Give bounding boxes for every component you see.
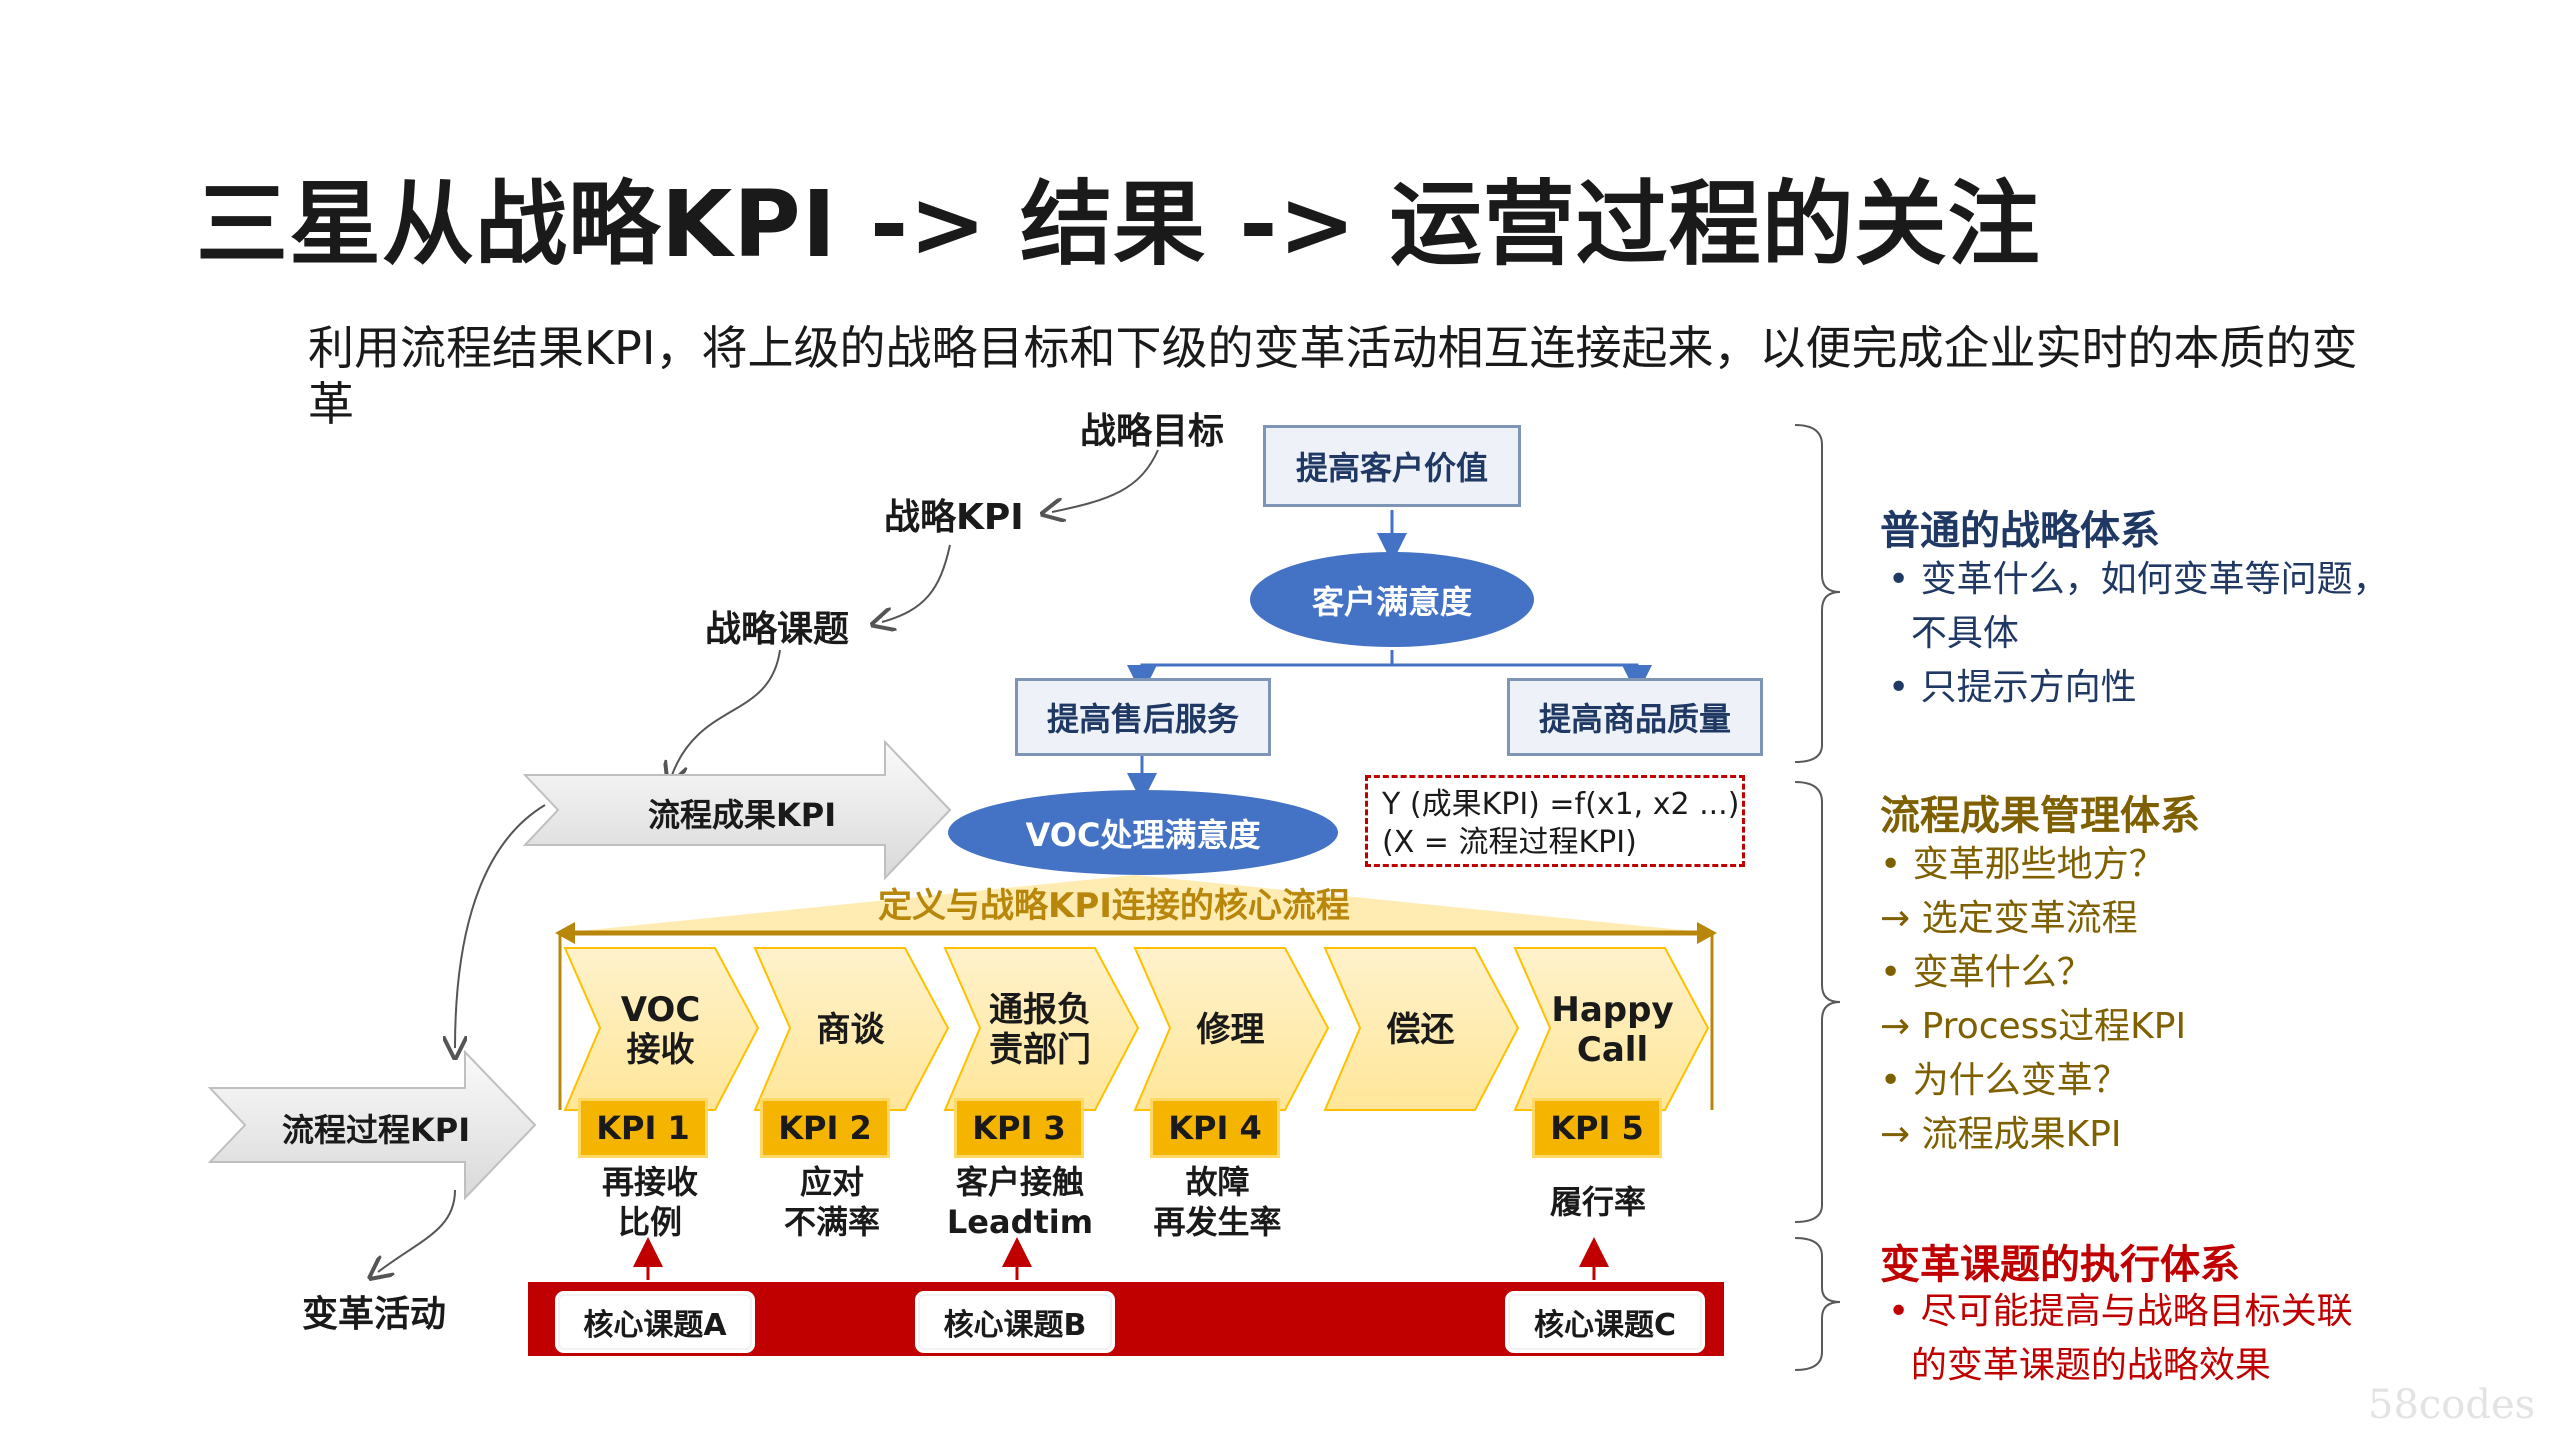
core-topic-a: 核心课题A <box>558 1294 752 1350</box>
connector-kpi-to-topic <box>882 544 951 622</box>
brace-3 <box>1794 1237 1841 1371</box>
chevron-4 <box>1133 947 1330 1111</box>
right-list-strategy: • 变革什么，如何变革等问题， 不具体 • 只提示方向性 <box>1888 553 2389 715</box>
right-head-strategy: 普通的战略体系 <box>1880 508 2160 554</box>
connector-goal-to-kpi <box>1052 449 1159 512</box>
connector-result-to-process <box>455 804 546 1048</box>
brace-2 <box>1794 781 1841 1223</box>
kpi-box-1: KPI 1 <box>578 1098 708 1158</box>
formula-line-2: (X = 流程过程KPI) <box>1382 825 1637 860</box>
label-process-process-kpi: 流程过程KPI <box>282 1111 471 1149</box>
connector-process-to-activity <box>378 1189 456 1272</box>
right-head-change-execution: 变革课题的执行体系 <box>1880 1242 2240 1288</box>
right-item: 不具体 <box>1888 613 2019 654</box>
kpi-box-2: KPI 2 <box>760 1098 890 1158</box>
right-item: → 选定变革流程 <box>1880 898 2138 939</box>
process-process-kpi-arrow <box>207 1049 537 1201</box>
right-head-process-result: 流程成果管理体系 <box>1880 793 2200 839</box>
process-step-2: 商谈 <box>816 1010 885 1050</box>
label-strategic-kpi: 战略KPI <box>884 497 1024 538</box>
formula-line-1: Y (成果KPI) =f(x1, x2 ...) <box>1382 787 1740 822</box>
right-item: • 变革什么，如何变革等问题， <box>1888 559 2389 600</box>
watermark: 58codes <box>2368 1382 2536 1428</box>
process-step-6: Happy Call <box>1551 990 1674 1070</box>
kpi-box-5: KPI 5 <box>1532 1098 1662 1158</box>
kpi-desc-1: 再接收 比例 <box>601 1163 698 1241</box>
process-step-1: VOC 接收 <box>620 990 701 1070</box>
right-item: • 只提示方向性 <box>1888 667 2137 708</box>
kpi-box-4: KPI 4 <box>1150 1098 1280 1158</box>
chevron-3 <box>943 947 1140 1111</box>
right-item: • 为什么变革？ <box>1880 1060 2129 1101</box>
chevron-6 <box>1513 947 1710 1111</box>
chevron-5 <box>1323 947 1520 1111</box>
right-item: → Process过程KPI <box>1880 1006 2187 1047</box>
kpi-desc-5: 履行率 <box>1549 1183 1646 1221</box>
process-step-4: 修理 <box>1196 1010 1265 1050</box>
connector-topic-to-result <box>672 649 781 775</box>
brace-1 <box>1794 424 1841 763</box>
right-item: • 尽可能提高与战略目标关联 <box>1888 1291 2353 1332</box>
kpi-box-3: KPI 3 <box>954 1098 1084 1158</box>
node-improve-quality: 提高商品质量 <box>1507 678 1763 756</box>
kpi-desc-2: 应对 不满率 <box>783 1163 880 1241</box>
node-voc-satisfaction: VOC处理满意度 <box>948 790 1338 875</box>
chevron-1 <box>563 947 760 1111</box>
label-strategic-goal: 战略目标 <box>1080 411 1225 452</box>
page-title: 三星从战略KPI -> 结果 -> 运营过程的关注 <box>196 171 2041 278</box>
process-chevrons <box>563 947 1710 1111</box>
right-list-change-execution: • 尽可能提高与战略目标关联 的变革课题的战略效果 <box>1888 1285 2353 1393</box>
chevron-2 <box>753 947 950 1111</box>
core-process-banner-text: 定义与战略KPI连接的核心流程 <box>878 886 1350 926</box>
label-strategic-topic: 战略课题 <box>705 609 850 650</box>
node-customer-satisfaction: 客户满意度 <box>1250 552 1534 647</box>
right-item: • 变革那些地方？ <box>1880 844 2165 885</box>
page-subtitle: 利用流程结果KPI，将上级的战略目标和下级的变革活动相互连接起来，以便完成企业实… <box>308 321 2358 431</box>
label-change-activity: 变革活动 <box>302 1294 447 1335</box>
right-item: • 变革什么？ <box>1880 952 2093 993</box>
core-topic-b: 核心课题B <box>918 1294 1112 1350</box>
kpi-desc-4: 故障 再发生率 <box>1153 1163 1282 1241</box>
label-process-result-kpi: 流程成果KPI <box>648 796 837 834</box>
right-list-process-result: • 变革那些地方？ → 选定变革流程 • 变革什么？ → Process过程KP… <box>1880 838 2186 1162</box>
core-topic-c: 核心课题C <box>1508 1294 1702 1350</box>
node-improve-after-sales: 提高售后服务 <box>1015 678 1271 756</box>
right-item: 的变革课题的战略效果 <box>1888 1345 2271 1386</box>
process-step-5: 偿还 <box>1386 1010 1455 1050</box>
kpi-desc-3: 客户接触 Leadtim <box>946 1163 1094 1241</box>
formula-box: Y (成果KPI) =f(x1, x2 ...) (X = 流程过程KPI) <box>1365 775 1745 867</box>
process-result-kpi-arrow <box>522 739 952 881</box>
node-improve-customer-value: 提高客户价值 <box>1263 425 1521 507</box>
process-step-3: 通报负 责部门 <box>989 990 1091 1070</box>
right-item: → 流程成果KPI <box>1880 1114 2122 1155</box>
core-process-banner <box>560 875 1712 933</box>
